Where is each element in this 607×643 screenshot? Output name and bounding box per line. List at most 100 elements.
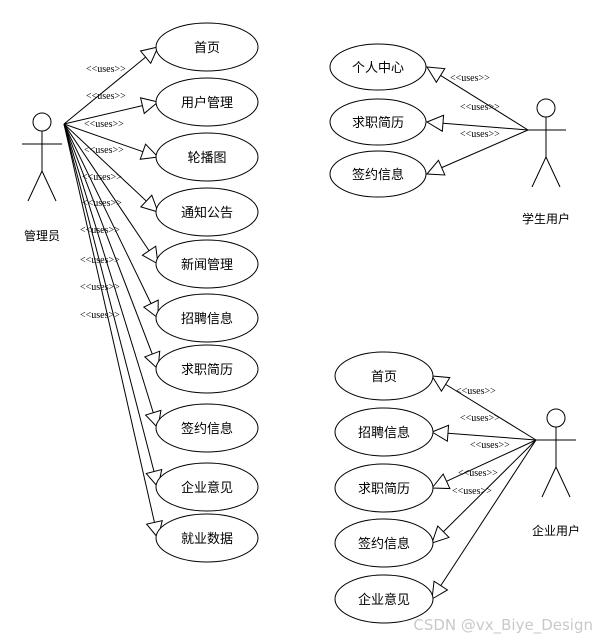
admin-usecase-9: 企业意见 [155, 462, 259, 512]
company-association-1 [431, 375, 537, 441]
student-association-3-line [441, 129, 529, 169]
watermark: CSDN @vx_Biye_Design [413, 616, 593, 635]
company-usecase-4: 签约信息 [334, 518, 434, 568]
actor-company-label: 企业用户 [532, 523, 580, 538]
company-usecase-1: 首页 [334, 351, 434, 401]
admin-usecase-8-ellipse [155, 403, 259, 453]
admin-association-7-line [63, 123, 153, 355]
company-uses-label-3: <<uses>> [470, 440, 510, 451]
company-association-3-line [446, 439, 537, 482]
company-usecase-5: 企业意见 [334, 574, 434, 624]
admin-association-4-arrowhead [139, 194, 159, 213]
student-association-3-arrowhead [425, 159, 446, 176]
student-usecase-3-label: 签约信息 [352, 167, 404, 183]
company-association-2 [430, 424, 537, 443]
company-uses-label-5: <<uses>> [452, 486, 492, 497]
admin-association-7 [63, 123, 161, 371]
admin-association-6-line [63, 123, 152, 304]
admin-usecase-6: 招聘信息 [155, 293, 259, 343]
student-association-2 [425, 114, 529, 133]
actor-company-right-leg [555, 466, 571, 498]
admin-usecase-8: 签约信息 [155, 403, 259, 453]
actor-student-left-leg [531, 156, 547, 188]
student-usecase-2: 求职简历 [329, 98, 427, 146]
admin-association-10 [63, 123, 163, 540]
admin-association-5-arrowhead [141, 245, 159, 265]
admin-uses-label-9: <<uses>> [80, 282, 120, 293]
admin-association-6-arrowhead [142, 299, 159, 320]
student-association-3 [425, 129, 529, 176]
admin-usecase-4-label: 通知公告 [181, 205, 233, 221]
admin-association-10-line [63, 123, 155, 523]
company-association-5-arrowhead [431, 580, 449, 600]
company-usecase-3: 求职简历 [334, 463, 434, 513]
student-usecase-1-label: 个人中心 [352, 61, 404, 76]
admin-association-5-line [63, 123, 150, 251]
company-association-5 [431, 439, 537, 600]
company-usecase-5-label: 企业意见 [358, 592, 410, 608]
admin-uses-label-8: <<uses>> [80, 255, 120, 266]
admin-association-2-line [63, 105, 143, 125]
actor-company: 企业用户 [532, 408, 580, 538]
company-usecase-3-ellipse [334, 463, 434, 513]
actor-admin-head [32, 112, 52, 132]
admin-usecase-9-label: 企业意见 [181, 480, 233, 496]
admin-association-3-arrowhead [139, 143, 160, 160]
admin-association-8-line [63, 123, 154, 413]
company-usecase-2-label: 招聘信息 [358, 425, 410, 441]
admin-association-4 [63, 123, 159, 213]
admin-usecase-5-ellipse [155, 239, 259, 289]
company-association-1-line [445, 383, 537, 441]
admin-uses-label-5: <<uses>> [82, 172, 122, 183]
admin-usecase-6-ellipse [155, 293, 259, 343]
admin-usecase-1-ellipse [155, 22, 259, 72]
admin-usecase-9-ellipse [155, 462, 259, 512]
company-usecase-5-ellipse [334, 574, 434, 624]
student-association-1-line [440, 75, 529, 131]
actor-student-right-leg [545, 156, 561, 188]
actor-company-head [546, 408, 566, 428]
admin-association-1-line [63, 56, 146, 125]
student-association-1 [426, 66, 529, 131]
admin-association-1-arrowhead [139, 46, 159, 65]
actor-student: 学生用户 [522, 98, 570, 226]
company-association-1-arrowhead [431, 375, 451, 393]
company-usecase-1-ellipse [334, 351, 434, 401]
admin-usecase-10-label: 就业数据 [181, 532, 233, 547]
admin-usecase-7-ellipse [155, 344, 259, 394]
company-association-4 [431, 439, 537, 544]
student-association-2-arrowhead [425, 114, 445, 133]
admin-association-2 [63, 97, 160, 125]
company-association-3 [430, 439, 537, 490]
actor-company-left-leg [541, 466, 557, 498]
company-association-2-line [447, 432, 537, 441]
admin-usecase-2-ellipse [155, 77, 259, 127]
admin-association-5 [63, 123, 159, 265]
company-usecase-3-label: 求职简历 [358, 481, 410, 497]
admin-uses-label-6: <<uses>> [82, 198, 122, 209]
company-usecase-4-ellipse [334, 518, 434, 568]
admin-usecase-7-label: 求职简历 [181, 362, 233, 378]
student-uses-label-1: <<uses>> [450, 73, 490, 84]
student-usecase-2-label: 求职简历 [352, 115, 404, 131]
company-association-2-arrowhead [430, 424, 450, 443]
company-uses-label-1: <<uses>> [456, 386, 496, 397]
admin-usecase-6-label: 招聘信息 [181, 311, 233, 327]
company-association-4-arrowhead [431, 525, 450, 544]
admin-association-9-line [63, 123, 155, 472]
admin-association-1 [63, 46, 159, 125]
admin-usecase-1: 首页 [155, 22, 259, 72]
company-uses-label-2: <<uses>> [460, 413, 500, 424]
company-association-3-arrowhead [430, 473, 451, 490]
admin-association-4-line [63, 123, 147, 202]
association-lines: <<uses>> <<uses>> <<uses>> <<uses>> <<uses>>… [63, 46, 537, 600]
admin-uses-label-1: <<uses>> [86, 64, 126, 75]
admin-usecase-4-ellipse [155, 187, 259, 237]
admin-usecase-3-ellipse [155, 132, 259, 182]
admin-association-3-line [63, 123, 144, 153]
company-association-5-line [440, 439, 537, 586]
admin-usecase-2: 用户管理 [155, 77, 259, 127]
company-usecase-2-ellipse [334, 407, 434, 457]
company-usecase-1-label: 首页 [371, 370, 397, 385]
